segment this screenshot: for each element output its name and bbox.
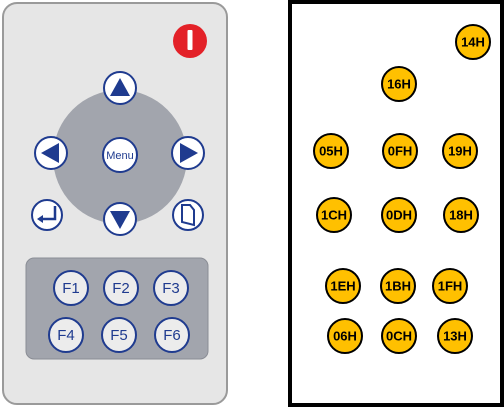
- code-right-label: 19H: [448, 144, 472, 159]
- code-f4: 06H: [328, 319, 362, 353]
- code-f6: 13H: [438, 319, 472, 353]
- code-f3: 1FH: [433, 269, 467, 303]
- code-page: 18H: [444, 198, 478, 232]
- code-right: 19H: [443, 134, 477, 168]
- code-f1-label: 1EH: [330, 279, 355, 294]
- code-f5-label: 0CH: [386, 329, 412, 344]
- code-power: 14H: [456, 25, 490, 59]
- code-f6-label: 13H: [443, 329, 467, 344]
- code-f5: 0CH: [382, 319, 416, 353]
- code-up: 16H: [382, 67, 416, 101]
- code-f1: 1EH: [326, 269, 360, 303]
- code-f2-label: 1BH: [385, 279, 411, 294]
- code-enter-label: 1CH: [321, 208, 347, 223]
- code-power-label: 14H: [461, 35, 485, 50]
- code-f2: 1BH: [381, 269, 415, 303]
- code-f3-label: 1FH: [438, 279, 463, 294]
- code-down-label: 0DH: [386, 208, 412, 223]
- code-f4-label: 06H: [333, 329, 357, 344]
- code-page-label: 18H: [449, 208, 473, 223]
- code-menu-label: 0FH: [388, 144, 413, 159]
- code-left-label: 05H: [319, 144, 343, 159]
- code-down: 0DH: [382, 198, 416, 232]
- code-menu: 0FH: [383, 134, 417, 168]
- code-enter: 1CH: [317, 198, 351, 232]
- code-left: 05H: [314, 134, 348, 168]
- code-up-label: 16H: [387, 77, 411, 92]
